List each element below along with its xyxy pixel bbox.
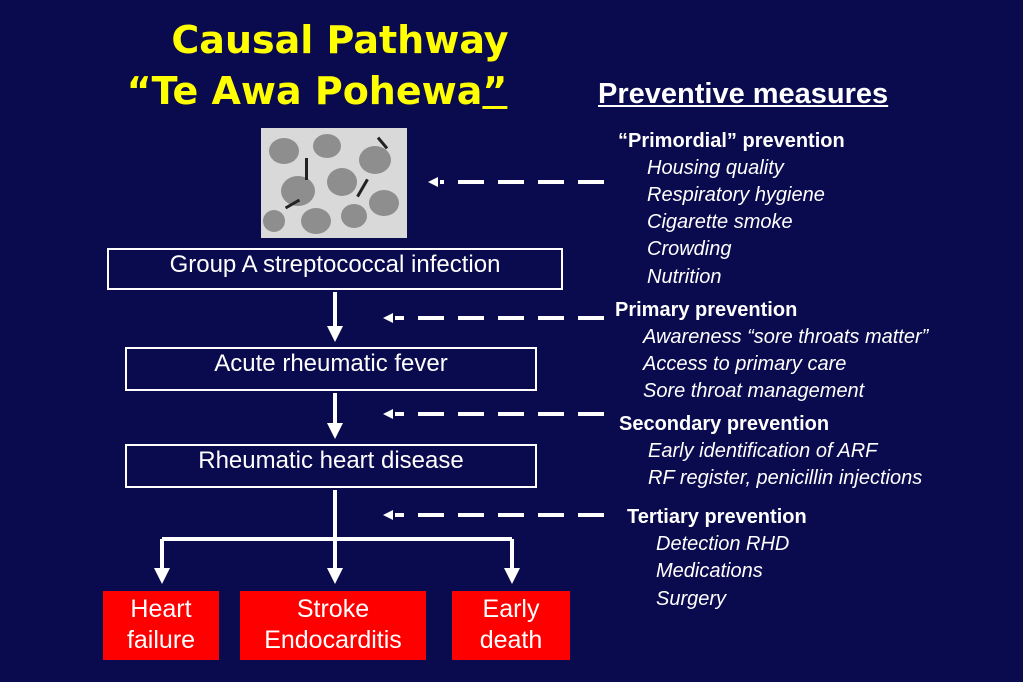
outcome-stroke-line2: Endocarditis [264, 626, 402, 654]
primary-item: Awareness “sore throats matter” [643, 326, 929, 348]
preventive-measures-heading: Preventive measures [598, 78, 889, 110]
outcome-stroke-line1: Stroke [296, 595, 370, 623]
arf-label: Acute rheumatic fever [214, 350, 448, 377]
primordial-item: Respiratory hygiene [647, 184, 825, 206]
rhd-box: Rheumatic heart disease [125, 444, 537, 488]
primary-item: Access to primary care [643, 353, 847, 375]
arrowhead-rhd [327, 423, 343, 439]
arrowhead-stroke [327, 568, 343, 584]
arrowhead-arf [327, 326, 343, 342]
tertiary-item: Medications [656, 560, 763, 582]
outcome-early-death-line1: Early [482, 595, 540, 623]
primordial-item: Crowding [647, 238, 732, 260]
tertiary-item: Surgery [656, 588, 727, 610]
outcome-heart-failure-line1: Heart [130, 595, 192, 623]
secondary-prevention-label: Secondary prevention [619, 413, 830, 435]
arf-box: Acute rheumatic fever [125, 347, 537, 391]
primordial-prevention-label: “Primordial” prevention [618, 130, 845, 152]
title-line-2: “Te Awa Pohewa” [0, 68, 657, 114]
primordial-item: Cigarette smoke [647, 211, 793, 233]
infection-box: Group A streptococcal infection [107, 248, 563, 290]
title-line-1: Causal Pathway [171, 18, 509, 62]
outcome-stroke-box: Stroke Endocarditis [240, 591, 426, 660]
streptococcus-micrograph-image [261, 128, 407, 238]
title-line-2-end: ” [482, 69, 508, 113]
rhd-label: Rheumatic heart disease [198, 447, 464, 474]
arrowhead-heart-failure [154, 568, 170, 584]
dashed-arrowhead-primary [383, 313, 393, 323]
primordial-item: Nutrition [647, 266, 722, 288]
outcome-heart-failure-box: Heart failure [103, 591, 219, 660]
tertiary-prevention-label: Tertiary prevention [627, 506, 807, 528]
outcome-early-death-line2: death [479, 626, 543, 654]
outcome-heart-failure-line2: failure [126, 626, 196, 654]
arrowhead-early-death [504, 568, 520, 584]
secondary-item: Early identification of ARF [648, 440, 878, 462]
dashed-arrowhead-secondary [383, 409, 393, 419]
dashed-arrowhead-tertiary [383, 510, 393, 520]
title-line-2-text: “Te Awa Pohewa [126, 69, 483, 113]
outcome-early-death-box: Early death [452, 591, 570, 660]
secondary-item: RF register, penicillin injections [648, 467, 923, 489]
infection-label: Group A streptococcal infection [169, 251, 501, 278]
dashed-arrowhead-primordial [428, 177, 438, 187]
primary-item: Sore throat management [643, 380, 865, 402]
tertiary-item: Detection RHD [656, 533, 790, 555]
primary-prevention-label: Primary prevention [615, 299, 798, 321]
primordial-item: Housing quality [647, 157, 784, 179]
